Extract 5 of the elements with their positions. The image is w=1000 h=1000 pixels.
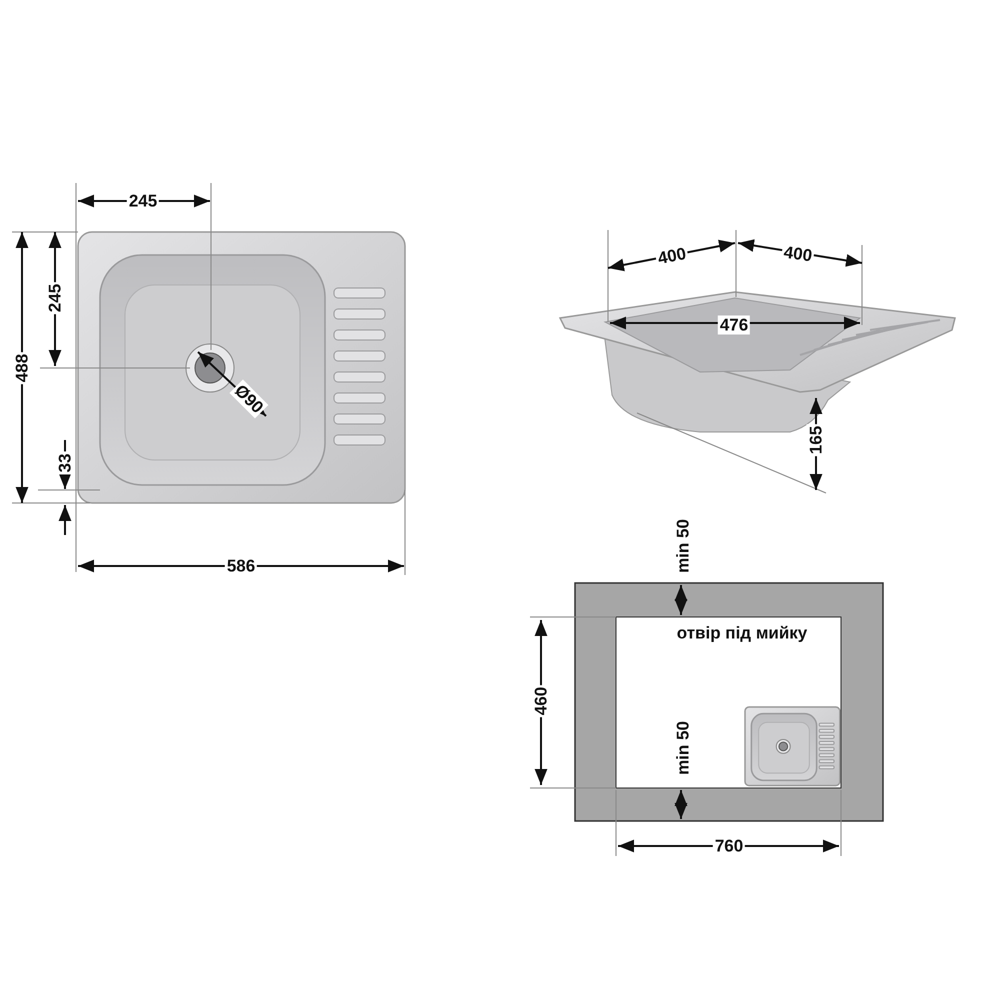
dimension-label: min 50 xyxy=(674,518,692,575)
cutout-label: отвір під мийку xyxy=(676,624,808,642)
dimension-label: 476 xyxy=(718,316,750,334)
dimension-label: min 50 xyxy=(674,720,692,777)
dimension-label: 33 xyxy=(56,452,74,474)
